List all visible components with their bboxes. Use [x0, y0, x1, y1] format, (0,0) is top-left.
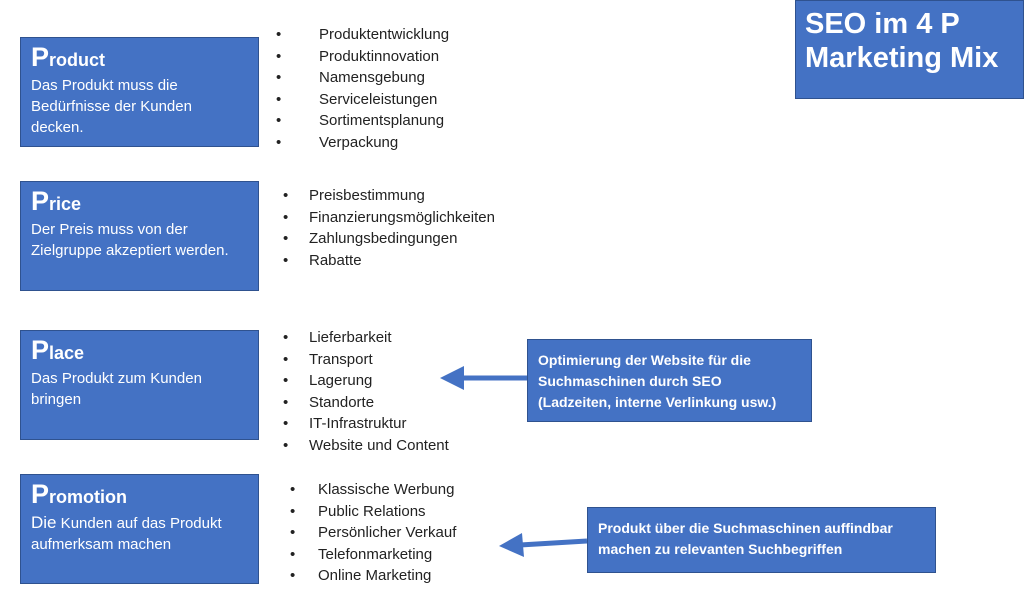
arrow-place-head	[440, 366, 464, 390]
bullet-dot: •	[290, 502, 296, 520]
product-initial: P	[31, 42, 50, 72]
promotion-heading: Promotion	[31, 481, 248, 508]
list-item: •Standorte	[283, 392, 543, 414]
promotion-heading-rest: romotion	[49, 487, 128, 507]
promotion-list: •Klassische Werbung •Public Relations •P…	[290, 479, 550, 587]
note-promotion-line-2: machen zu relevanten Suchbegriffen	[598, 541, 843, 557]
bullet-dot: •	[283, 372, 289, 389]
list-item: •Preisbestimmung	[283, 185, 543, 207]
bullet-dot: •	[276, 47, 282, 65]
arrow-promotion	[499, 533, 588, 557]
place-box: Place Das Produkt zum Kunden bringen	[20, 330, 259, 440]
product-description: Das Produkt muss die Bedürfnisse der Kun…	[31, 75, 248, 138]
price-list: •Preisbestimmung •Finanzierungsmöglichke…	[283, 185, 543, 271]
title-line-2: Marketing Mix	[805, 42, 999, 74]
product-heading-rest: roduct	[49, 50, 106, 70]
bullet-dot: •	[276, 133, 282, 151]
price-box: Price Der Preis muss von der Zielgruppe …	[20, 181, 259, 291]
bullet-dot: •	[283, 415, 289, 432]
bullet-dot: •	[276, 90, 282, 108]
bullet-dot: •	[283, 251, 289, 269]
note-place-seo: Optimierung der Website für die Suchmasc…	[527, 339, 812, 422]
bullet-dot: •	[276, 26, 282, 43]
list-item: •Transport	[283, 349, 543, 371]
price-desc-line-2: Zielgruppe akzeptiert werden.	[31, 242, 229, 259]
note-place-line-3: (Ladzeiten, interne Verlinkung usw.)	[538, 394, 777, 410]
place-heading: Place	[31, 337, 248, 364]
place-heading-rest: lace	[49, 343, 85, 363]
promotion-desc-line-2: aufmerksam machen	[31, 536, 172, 553]
place-list: •Lieferbarkeit •Transport •Lagerung •Sta…	[283, 327, 543, 456]
product-box: Product Das Produkt muss die Bedürfnisse…	[20, 37, 259, 147]
price-heading: Price	[31, 188, 248, 215]
list-item: •Klassische Werbung	[290, 479, 550, 501]
place-desc-line-2: bringen	[31, 391, 82, 408]
note-place-line-2: Suchmaschinen durch SEO	[538, 373, 722, 389]
list-item: •Zahlungsbedingungen	[283, 228, 543, 250]
list-item: •Persönlicher Verkauf	[290, 522, 550, 544]
list-item: •Rabatte	[283, 250, 543, 272]
product-desc-line-1: Das Produkt muss die	[31, 77, 178, 94]
title-line-1: SEO im 4 P	[805, 8, 960, 40]
list-item: •Lieferbarkeit	[283, 327, 543, 349]
bullet-dot: •	[283, 230, 289, 247]
note-promotion-seo: Produkt über die Suchmaschinen auffindba…	[587, 507, 936, 573]
list-item: •Produktinnovation	[276, 46, 536, 68]
product-list: •Produktentwicklung •Produktinnovation •…	[276, 24, 536, 153]
list-item: •IT-Infrastruktur	[283, 413, 543, 435]
list-item: •Namensgebung	[276, 67, 536, 89]
bullet-dot: •	[276, 112, 282, 129]
list-item: •Produktentwicklung	[276, 24, 536, 46]
list-item: •Verpackung	[276, 132, 536, 154]
list-item: •Public Relations	[290, 501, 550, 523]
bullet-dot: •	[276, 69, 282, 86]
arrow-promotion-shaft	[519, 538, 588, 548]
product-desc-line-2: Bedürfnisse der Kunden	[31, 98, 192, 115]
product-desc-line-3: decken.	[31, 119, 84, 136]
arrow-place	[440, 366, 527, 390]
list-item: •Online Marketing	[290, 565, 550, 587]
price-heading-rest: rice	[49, 194, 82, 214]
list-item: •Website und Content	[283, 435, 543, 457]
product-heading: Product	[31, 44, 248, 71]
promotion-desc-line-1: Die Kunden auf das Produkt	[31, 512, 248, 534]
bullet-dot: •	[290, 524, 296, 541]
bullet-dot: •	[283, 187, 289, 204]
title-box: SEO im 4 P Marketing Mix	[795, 0, 1024, 99]
place-initial: P	[31, 335, 50, 365]
bullet-dot: •	[283, 208, 289, 226]
list-item: •Lagerung	[283, 370, 543, 392]
place-description: Das Produkt zum Kunden bringen	[31, 368, 248, 410]
note-place-line-1: Optimierung der Website für die	[538, 352, 751, 368]
bullet-dot: •	[290, 545, 296, 563]
promotion-initial: P	[31, 479, 50, 509]
price-description: Der Preis muss von der Zielgruppe akzept…	[31, 219, 248, 261]
promotion-box: Promotion Die Kunden auf das Produkt auf…	[20, 474, 259, 584]
bullet-dot: •	[283, 350, 289, 368]
promotion-desc-line-1-rest: Kunden auf das Produkt	[56, 515, 222, 532]
bullet-dot: •	[283, 329, 289, 346]
price-desc-line-1: Der Preis muss von der	[31, 221, 188, 238]
bullet-dot: •	[283, 393, 289, 411]
bullet-dot: •	[283, 436, 289, 454]
promotion-description: Die Kunden auf das Produkt aufmerksam ma…	[31, 512, 248, 555]
list-item: •Finanzierungsmöglichkeiten	[283, 207, 543, 229]
bullet-dot: •	[290, 481, 296, 498]
list-item: •Serviceleistungen	[276, 89, 536, 111]
bullet-dot: •	[290, 567, 296, 584]
place-desc-line-1: Das Produkt zum Kunden	[31, 370, 202, 387]
arrow-promotion-head	[499, 533, 524, 557]
list-item: •Telefonmarketing	[290, 544, 550, 566]
list-item: •Sortimentsplanung	[276, 110, 536, 132]
price-initial: P	[31, 186, 50, 216]
promotion-desc-first-word: Die	[31, 513, 57, 532]
note-promotion-line-1: Produkt über die Suchmaschinen auffindba…	[598, 520, 893, 536]
